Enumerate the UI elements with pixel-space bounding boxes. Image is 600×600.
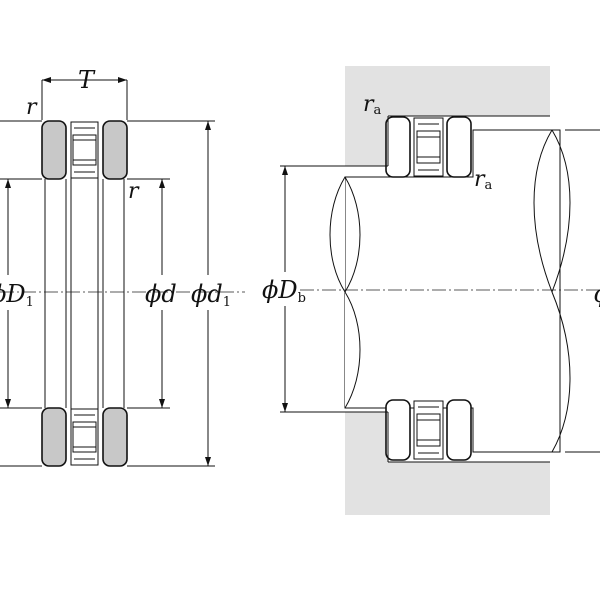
label-cut-glyph: ϕ [594,280,600,308]
label-r-right: r [128,179,140,204]
mount-bottom-right-washer [446,399,472,461]
bearing-cross-section: T r r ϕD1 ϕd ϕd1 [0,66,245,467]
label-ra-top: ra [363,92,382,118]
mount-bottom-left-washer [385,399,411,461]
top-left-washer [41,120,67,180]
mount-top-right-washer [446,116,472,178]
label-phi-d1: ϕd1 [191,280,231,310]
top-roller [72,134,97,166]
label-ra-right: ra [474,167,493,193]
label-phi-d: ϕd [145,280,177,308]
bottom-roller [72,421,97,453]
bottom-left-washer [41,407,67,467]
mounting-diagram: ra ra ϕDb ϕ [262,66,600,515]
label-phi-D1: ϕD1 [0,280,34,310]
label-r-top-left: r [26,95,38,120]
label-T: T [78,66,96,94]
bottom-right-washer [102,407,128,467]
top-right-washer [102,120,128,180]
label-phi-Db: ϕDb [262,276,306,306]
mount-top-left-washer [385,116,411,178]
